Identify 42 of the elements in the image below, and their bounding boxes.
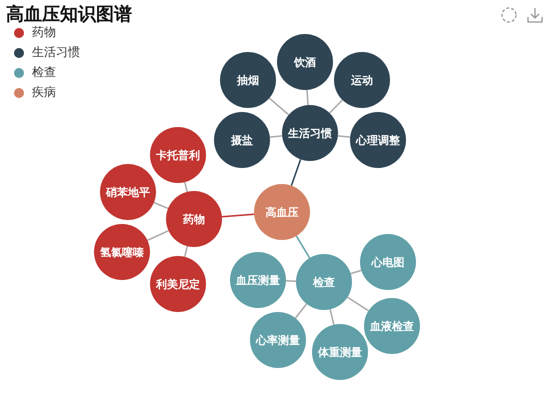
entity-circle <box>282 105 338 161</box>
node-label: 生活习惯 <box>288 126 332 140</box>
legend-label: 疾病 <box>32 84 56 101</box>
node-label: 饮酒 <box>294 54 316 70</box>
link-line <box>222 213 254 218</box>
node-label: 利美尼定 <box>156 276 200 292</box>
link-line <box>184 246 188 257</box>
node-label: 心率测量 <box>256 332 300 348</box>
node-label: 药物 <box>183 212 205 226</box>
link-line <box>338 135 350 138</box>
link-line <box>350 270 362 274</box>
link-line <box>306 90 309 106</box>
chart-title: 高血压知识图谱 <box>6 3 132 26</box>
node-label: 高血压 <box>266 204 298 220</box>
node-label: 检查 <box>313 274 335 290</box>
link-line <box>154 202 168 210</box>
node-label: 心电图 <box>372 254 404 270</box>
legend-label: 药物 <box>32 24 56 41</box>
legend-label: 检查 <box>32 64 56 81</box>
node-label: 心理调整 <box>356 132 400 148</box>
node-label: 卡托普利 <box>156 148 200 162</box>
link-line <box>286 280 296 282</box>
node-label: 血压测量 <box>236 272 280 288</box>
link-line <box>290 159 302 186</box>
link-line <box>329 99 343 114</box>
node-label: 运动 <box>351 72 373 88</box>
node-label: 硝苯地平 <box>106 184 150 200</box>
link-line <box>296 236 310 258</box>
entity-circle <box>296 254 352 310</box>
node-label: 血液检查 <box>370 318 414 334</box>
node-label: 氢氯噻嗪 <box>100 244 144 260</box>
link-line <box>268 98 290 116</box>
link-line <box>270 135 282 138</box>
link-line <box>329 309 335 325</box>
legend-label: 生活习惯 <box>32 44 80 61</box>
node-label: 体重测量 <box>318 344 362 360</box>
link-line <box>147 230 169 241</box>
node-label: 摄盐 <box>231 132 253 148</box>
node-label: 抽烟 <box>237 72 259 88</box>
link-line <box>294 303 308 319</box>
link-line <box>347 296 369 312</box>
link-line <box>184 182 188 192</box>
